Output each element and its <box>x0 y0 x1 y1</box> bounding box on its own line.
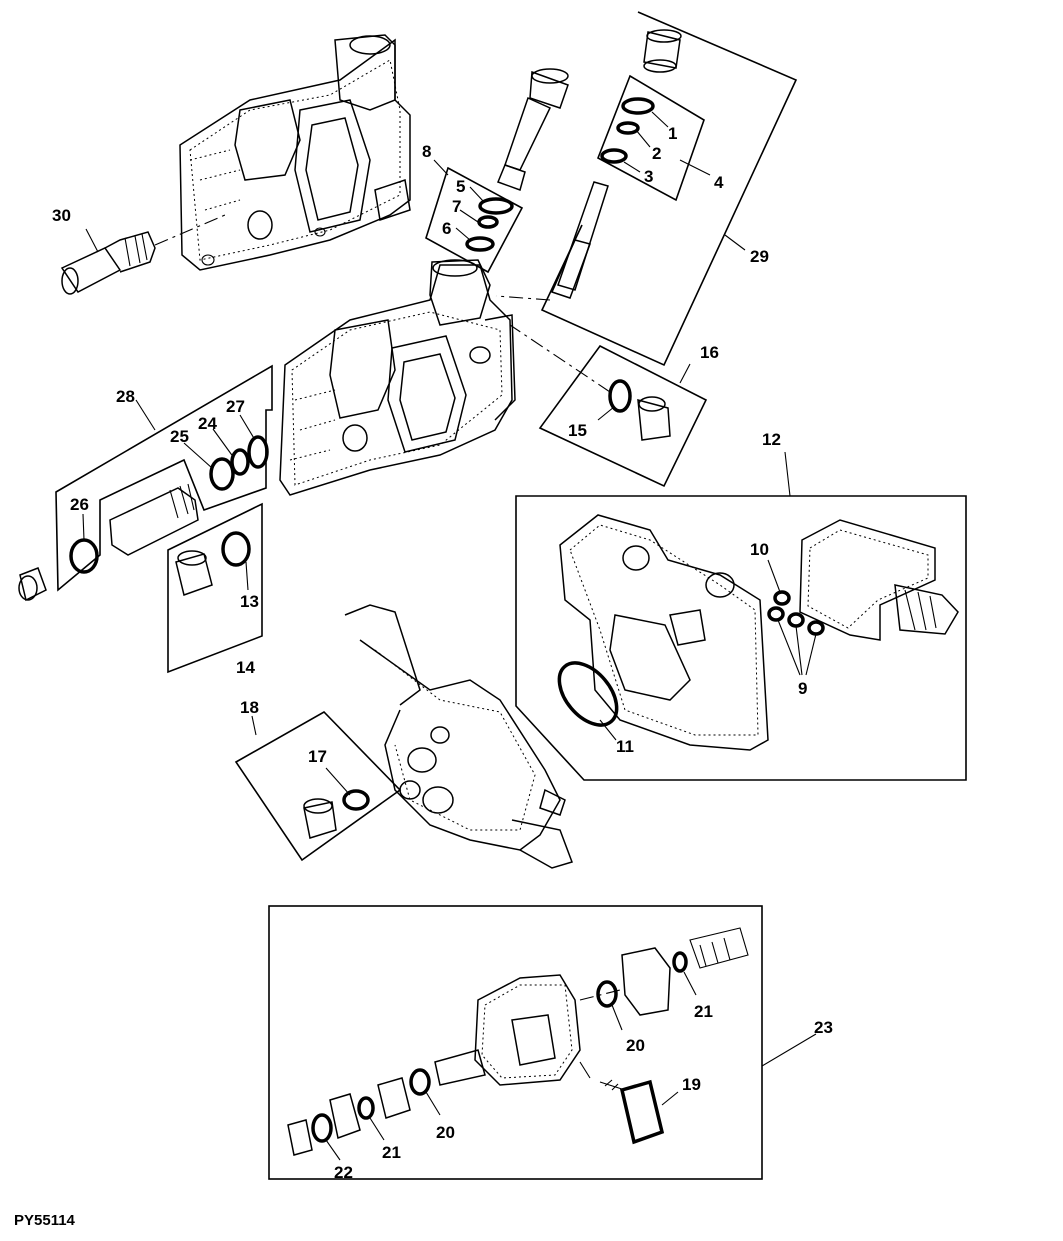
part-8-seal-kit <box>425 68 569 274</box>
callout-19: 19 <box>682 1075 701 1094</box>
lower-valve-body <box>344 604 573 869</box>
part-23-lower-section <box>268 905 763 1180</box>
part-14-plug-kit <box>167 502 263 674</box>
callout-5: 5 <box>456 177 465 196</box>
callout-4: 4 <box>714 173 724 192</box>
part-12-end-section <box>515 495 967 781</box>
callout-20: 20 <box>626 1036 645 1055</box>
callout-3: 3 <box>644 167 653 186</box>
middle-valve-section <box>279 259 516 496</box>
callout-2: 2 <box>652 144 661 163</box>
callout-29: 29 <box>750 247 769 266</box>
callout-30: 30 <box>52 206 71 225</box>
callout-10: 10 <box>750 540 769 559</box>
callout-23: 23 <box>814 1018 833 1037</box>
part-18-plug-kit <box>234 710 402 862</box>
callout-26: 26 <box>70 495 89 514</box>
callout-labels: 1 2 3 4 29 8 5 7 6 30 16 15 12 28 27 24 … <box>52 124 833 1182</box>
leader-lines <box>82 111 817 1161</box>
callout-1: 1 <box>668 124 677 143</box>
upper-valve-section <box>179 34 411 271</box>
callout-18: 18 <box>240 698 259 717</box>
callout-15: 15 <box>568 421 587 440</box>
callout-7: 7 <box>452 197 461 216</box>
callout-22: 22 <box>334 1163 353 1182</box>
callout-27: 27 <box>226 397 245 416</box>
callout-9: 9 <box>798 679 807 698</box>
callout-12: 12 <box>762 430 781 449</box>
callout-8: 8 <box>422 142 431 161</box>
callout-17: 17 <box>308 747 327 766</box>
callout-21: 21 <box>382 1143 401 1162</box>
callout-25: 25 <box>170 427 189 446</box>
callout-16: 16 <box>700 343 719 362</box>
callout-20: 20 <box>436 1123 455 1142</box>
part-29-spool-kit <box>495 11 798 367</box>
callout-21: 21 <box>694 1002 713 1021</box>
figure-code: PY55114 <box>14 1212 75 1229</box>
callout-28: 28 <box>116 387 135 406</box>
callout-13: 13 <box>240 592 259 611</box>
part-30-relief-valve <box>60 214 226 295</box>
callout-11: 11 <box>616 737 634 756</box>
callout-6: 6 <box>442 219 451 238</box>
callout-14: 14 <box>236 658 255 677</box>
callout-24: 24 <box>198 414 217 433</box>
part-16-plug-kit <box>509 324 708 488</box>
